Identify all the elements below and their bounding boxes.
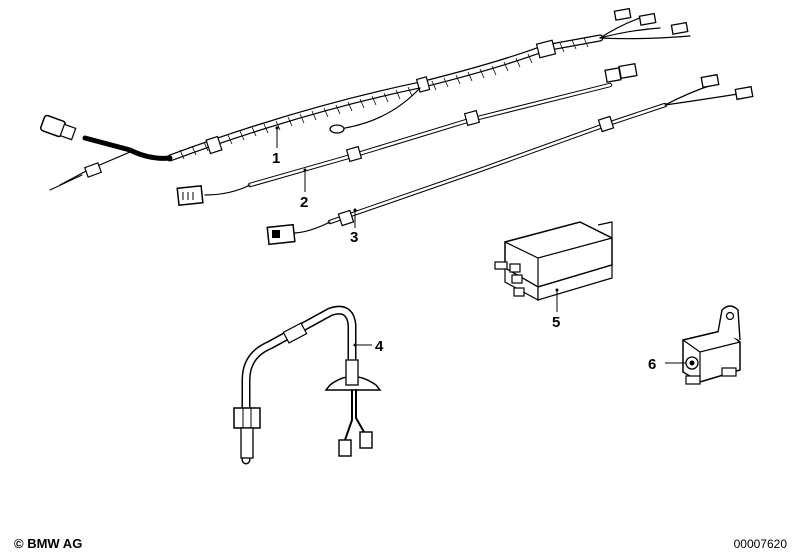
copyright-label: © BMW AG [14, 536, 83, 551]
part-4-sensor[interactable] [233, 305, 382, 465]
part-6-switch[interactable] [665, 305, 741, 385]
part-3-wiring-harness[interactable] [266, 73, 754, 246]
callout-3: 3 [350, 229, 358, 246]
callout-2: 2 [300, 194, 308, 211]
callout-1: 1 [272, 150, 280, 167]
callout-4: 4 [375, 338, 384, 355]
part-5-relay[interactable] [494, 221, 613, 312]
part-2-wiring-harness[interactable] [176, 62, 638, 207]
part-1-wiring-harness[interactable] [40, 7, 691, 191]
callout-5: 5 [552, 314, 560, 331]
diagram-number: 00007620 [733, 537, 787, 551]
callout-6: 6 [648, 356, 656, 373]
